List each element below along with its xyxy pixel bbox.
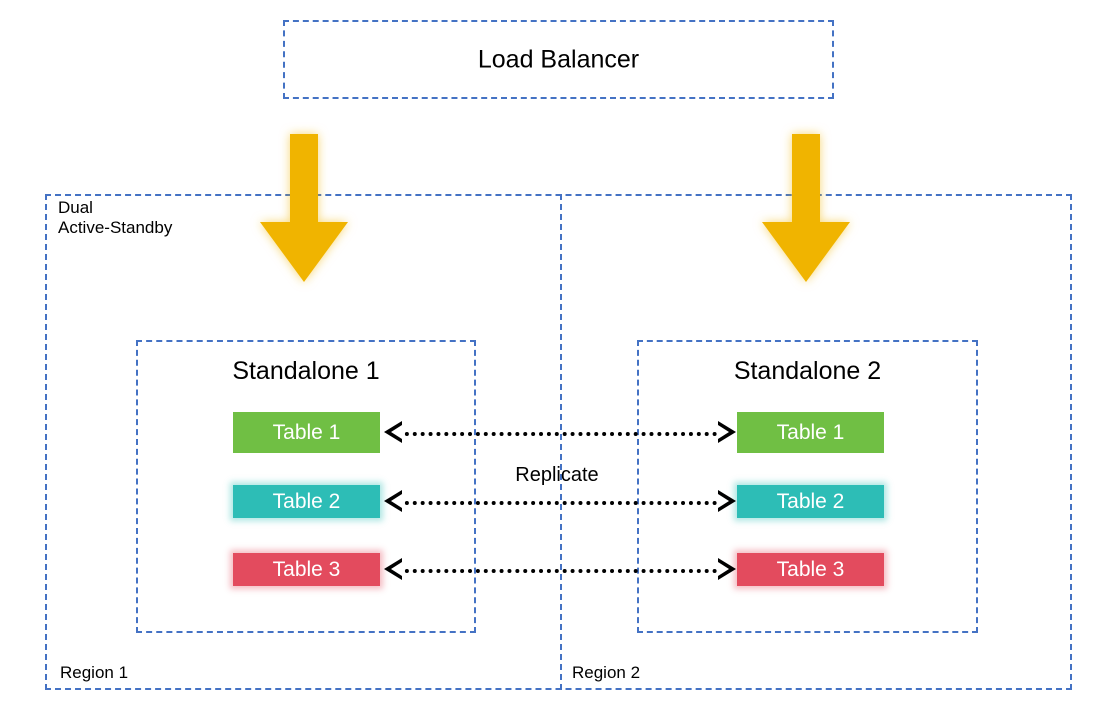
dual-active-standby-label: Dual Active-Standby — [58, 198, 173, 238]
replicate-label: Replicate — [515, 464, 599, 486]
replicate-connector-table-2 — [397, 501, 717, 505]
replicate-arrow-right-notch-3 — [718, 562, 729, 576]
standalone-1-table-3[interactable]: Table 3 — [233, 553, 380, 586]
region-2-label: Region 2 — [572, 663, 641, 682]
region-1-label: Region 1 — [60, 663, 129, 682]
region-divider — [560, 194, 562, 690]
replicate-arrow-right-notch-1 — [718, 425, 729, 439]
dual-active-standby-container — [45, 194, 1072, 690]
standalone-1-table-2[interactable]: Table 2 — [233, 485, 380, 518]
standalone-1-table-1[interactable]: Table 1 — [233, 412, 380, 453]
replicate-arrow-left-notch-1 — [391, 425, 402, 439]
replicate-arrow-left-notch-2 — [391, 494, 402, 508]
load-balancer-box[interactable]: Load Balancer — [283, 20, 834, 99]
standalone-2-table-1[interactable]: Table 1 — [737, 412, 884, 453]
load-balancer-label: Load Balancer — [477, 44, 640, 73]
replicate-arrow-right-notch-2 — [718, 494, 729, 508]
standalone-2-box[interactable]: Standalone 2 — [637, 340, 978, 633]
replicate-connector-table-3 — [397, 569, 717, 573]
standalone-1-box[interactable]: Standalone 1 — [136, 340, 476, 633]
replicate-connector-table-1 — [397, 432, 717, 436]
standalone-1-title: Standalone 1 — [232, 357, 380, 385]
standalone-2-table-2[interactable]: Table 2 — [737, 485, 884, 518]
replicate-arrow-left-notch-3 — [391, 562, 402, 576]
standalone-2-title: Standalone 2 — [733, 357, 882, 385]
traffic-arrow-region-1-icon — [260, 134, 348, 282]
standalone-2-table-3[interactable]: Table 3 — [737, 553, 884, 586]
traffic-arrow-region-2-icon — [762, 134, 850, 282]
